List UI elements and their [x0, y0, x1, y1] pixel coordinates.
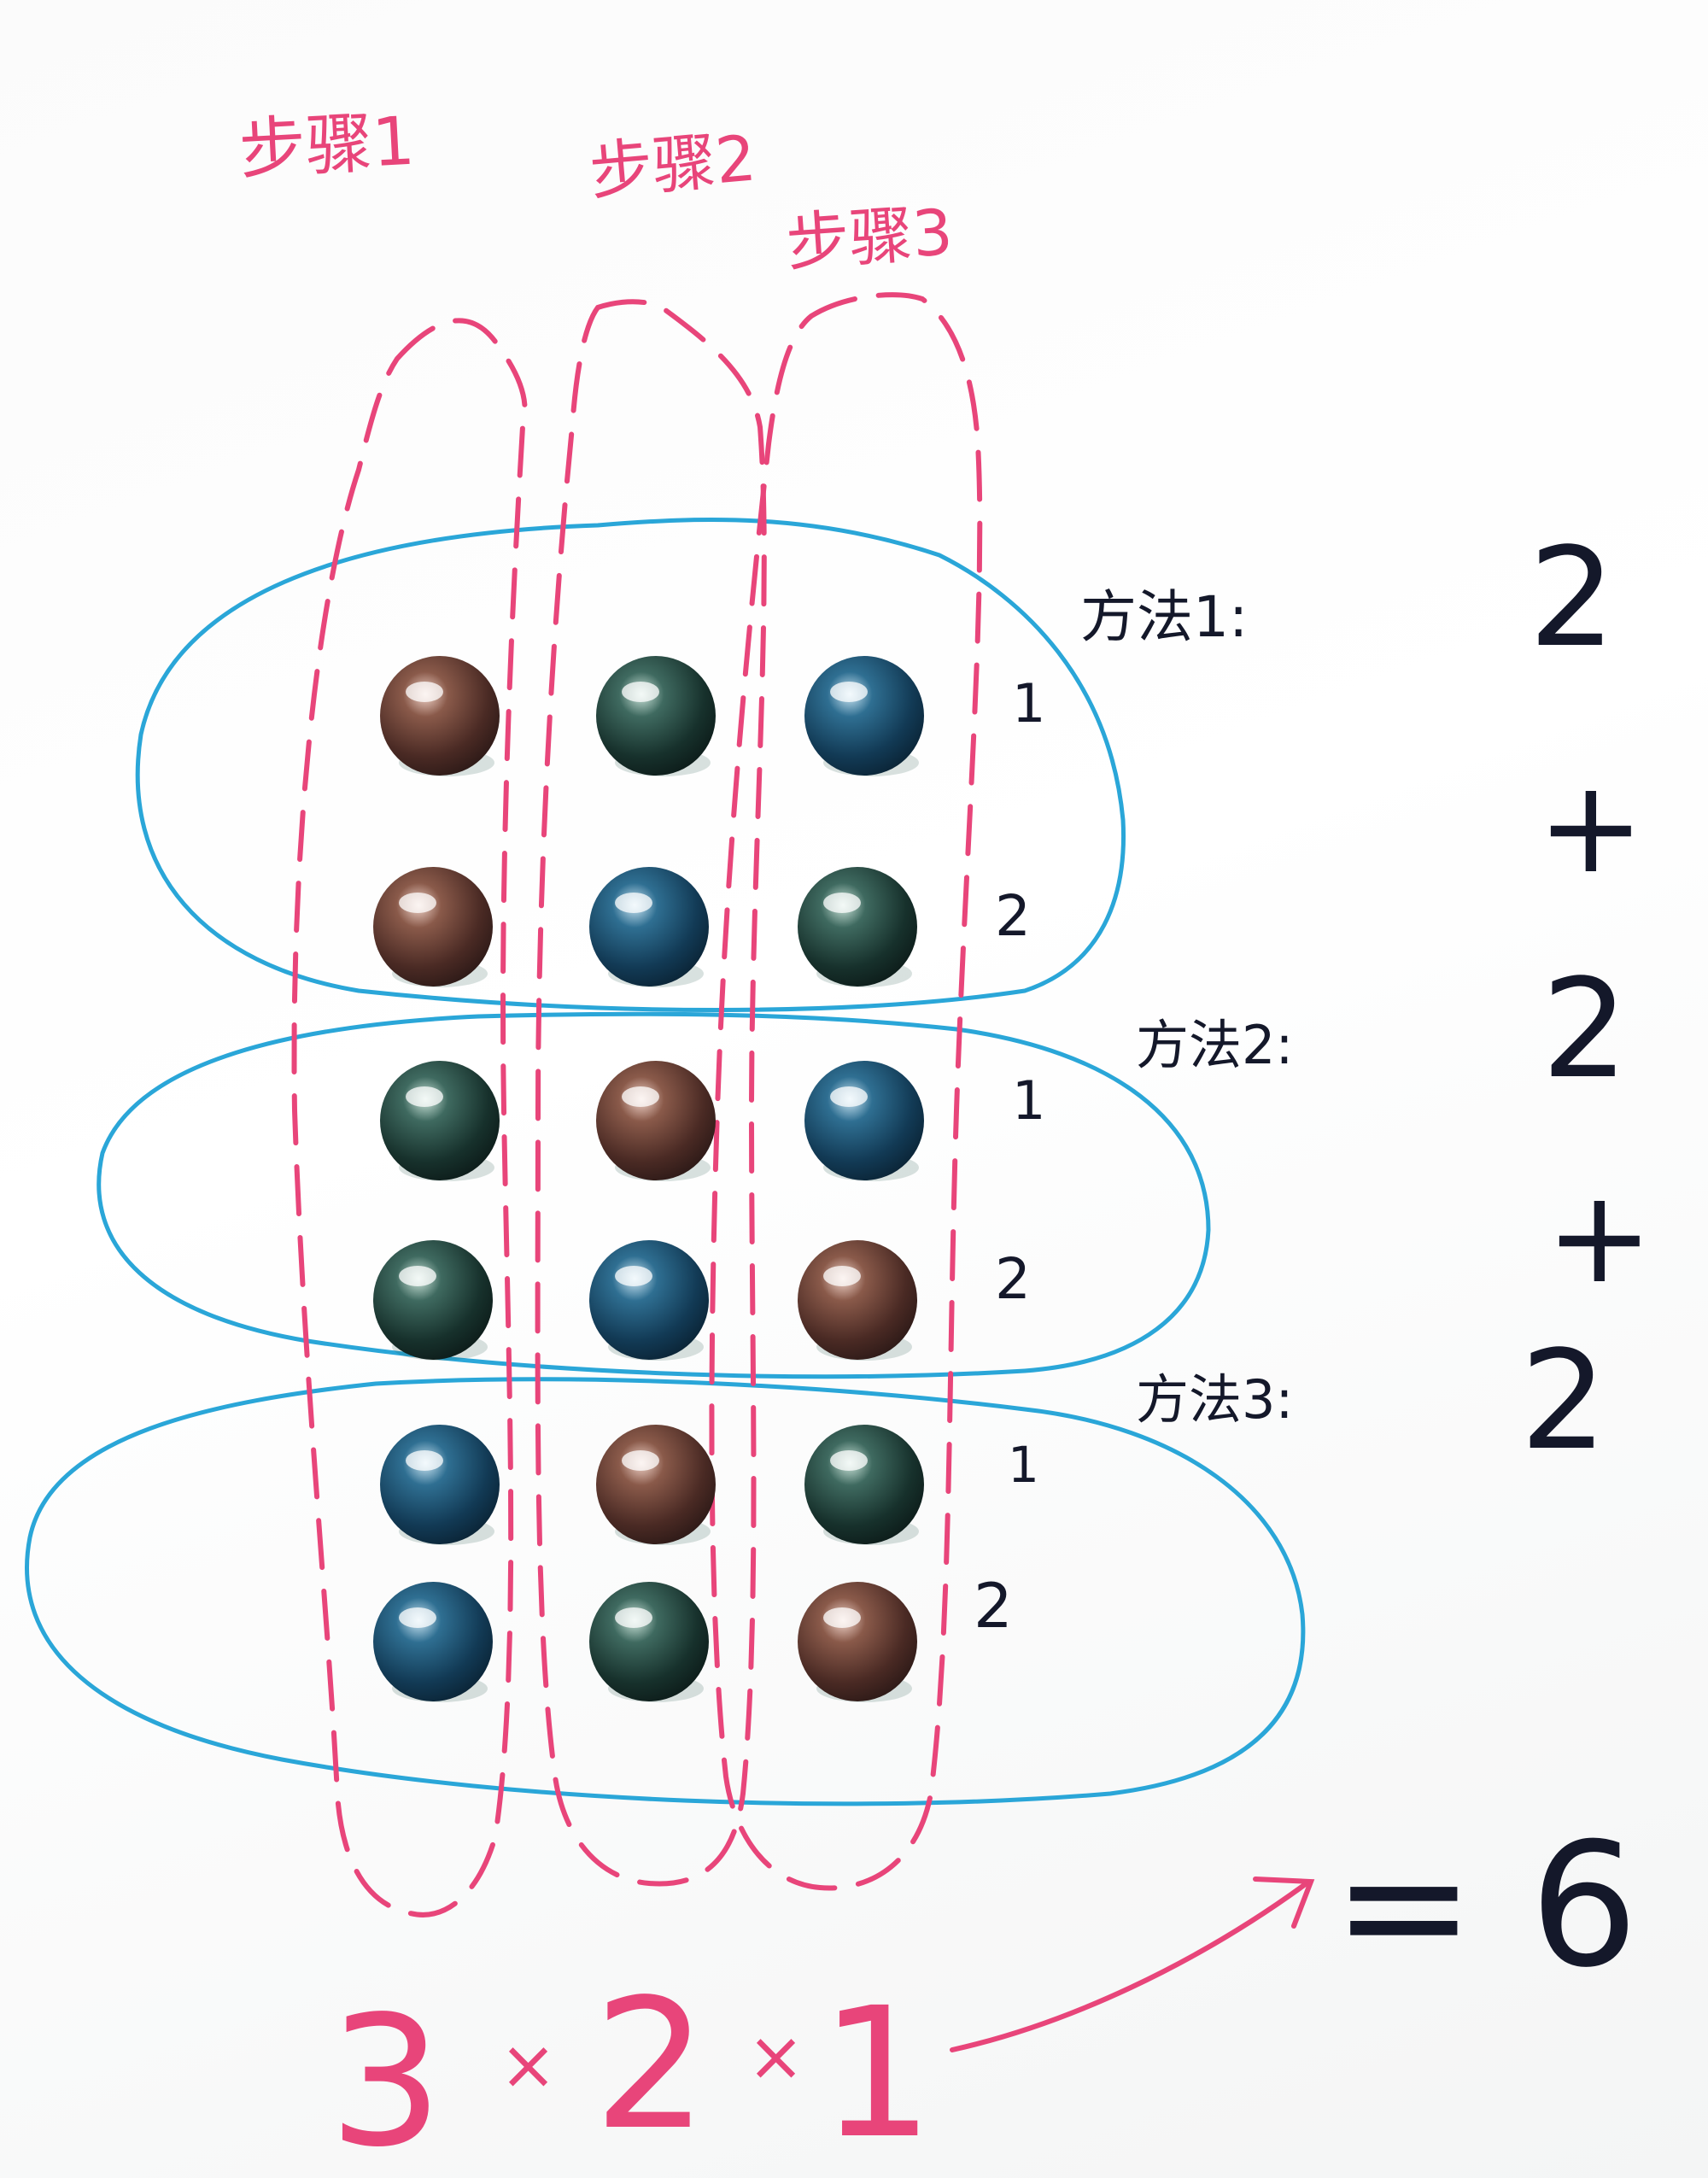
marble-dark-green: [798, 867, 917, 987]
plus-sign: +: [1546, 1163, 1653, 1312]
marble-brown: [798, 1582, 917, 1702]
marble-blue: [589, 1240, 709, 1361]
plus-sign: +: [1537, 753, 1645, 902]
method-2-row-number: 1: [1012, 1069, 1045, 1132]
marble-dark-green: [804, 1425, 924, 1545]
method-1-oval: [135, 518, 1126, 1012]
multiplication-factor: 1: [820, 1969, 934, 2178]
marble-dark-green: [589, 1582, 709, 1702]
multiplication-factor: 3: [329, 1977, 443, 2178]
marble-blue: [804, 1061, 924, 1181]
arrow-head: [1253, 1876, 1315, 1929]
step-2-label: 步骤2: [587, 121, 759, 209]
multiply-sign: ×: [500, 2025, 557, 2105]
multiply-sign: ×: [747, 2017, 804, 2096]
addition-term: 2: [1520, 1320, 1607, 1480]
step-3-label: 步骤3: [784, 196, 956, 280]
marble-dark-green: [380, 1061, 500, 1181]
method-2-label: 方法2:: [1136, 1014, 1293, 1076]
result: = 6: [1332, 1806, 1638, 2005]
method-1-row-number: 2: [995, 883, 1031, 949]
addition-term: 2: [1529, 518, 1616, 677]
step-1-column: [291, 318, 528, 1917]
marble-brown: [596, 1061, 716, 1181]
step-1-label: 步骤1: [237, 103, 417, 190]
marble-blue: [804, 656, 924, 776]
arrow: [950, 1881, 1309, 2052]
step-2-column: [535, 299, 767, 1887]
step-3-column: [709, 292, 983, 1891]
addition-term: 2: [1541, 949, 1629, 1109]
marble-brown: [798, 1240, 917, 1361]
marble-dark-green: [373, 1240, 493, 1361]
marble-brown: [596, 1425, 716, 1545]
method-3-row-number: 2: [974, 1570, 1013, 1642]
marble-brown: [380, 656, 500, 776]
marble-blue: [373, 1582, 493, 1702]
method-1-row-number: 1: [1012, 672, 1045, 735]
method-3-row-number: 1: [1008, 1436, 1039, 1494]
method-1-label: 方法1:: [1080, 584, 1248, 650]
marble-brown: [373, 867, 493, 987]
method-2-oval: [97, 1011, 1211, 1379]
method-2-row-number: 2: [995, 1246, 1031, 1312]
marble-grid: [373, 656, 924, 1702]
multiplication-factor: 2: [594, 1960, 708, 2169]
marble-dark-green: [596, 656, 716, 776]
method-3-oval: [25, 1377, 1306, 1806]
method-3-label: 方法3:: [1136, 1368, 1293, 1431]
marble-blue: [380, 1425, 500, 1545]
marble-blue: [589, 867, 709, 987]
